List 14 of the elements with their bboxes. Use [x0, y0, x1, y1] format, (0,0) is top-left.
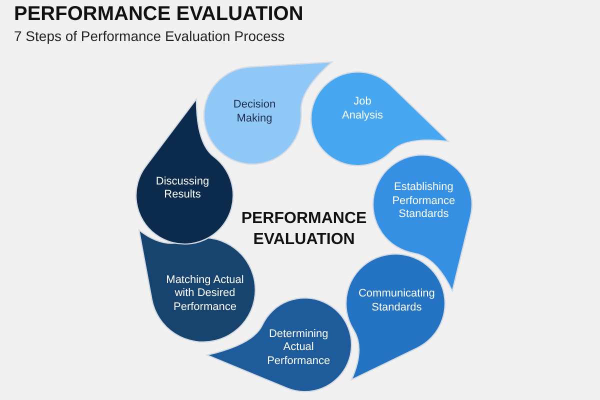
step-label: Establishing Performance Standards: [392, 181, 456, 222]
teardrop-shape: [310, 70, 450, 166]
subtitle: 7 Steps of Performance Evaluation Process: [14, 28, 285, 45]
step-label: Decision Making: [232, 98, 276, 126]
step-label: Determining Actual Performance: [266, 328, 331, 368]
center-heading: PERFORMANCE EVALUATION: [240, 209, 368, 250]
step-label: Job Analysis: [341, 96, 384, 123]
teardrop-shape: [203, 61, 334, 166]
teardrop-shape: [134, 98, 234, 245]
step-label: Discussing Results: [154, 175, 210, 202]
title: PERFORMANCE EVALUATION: [14, 3, 304, 26]
teardrop-shape: [345, 252, 446, 380]
step-label: Matching Actual with Desired Performance: [165, 274, 244, 314]
step-label: Communicating Standards: [358, 288, 436, 315]
